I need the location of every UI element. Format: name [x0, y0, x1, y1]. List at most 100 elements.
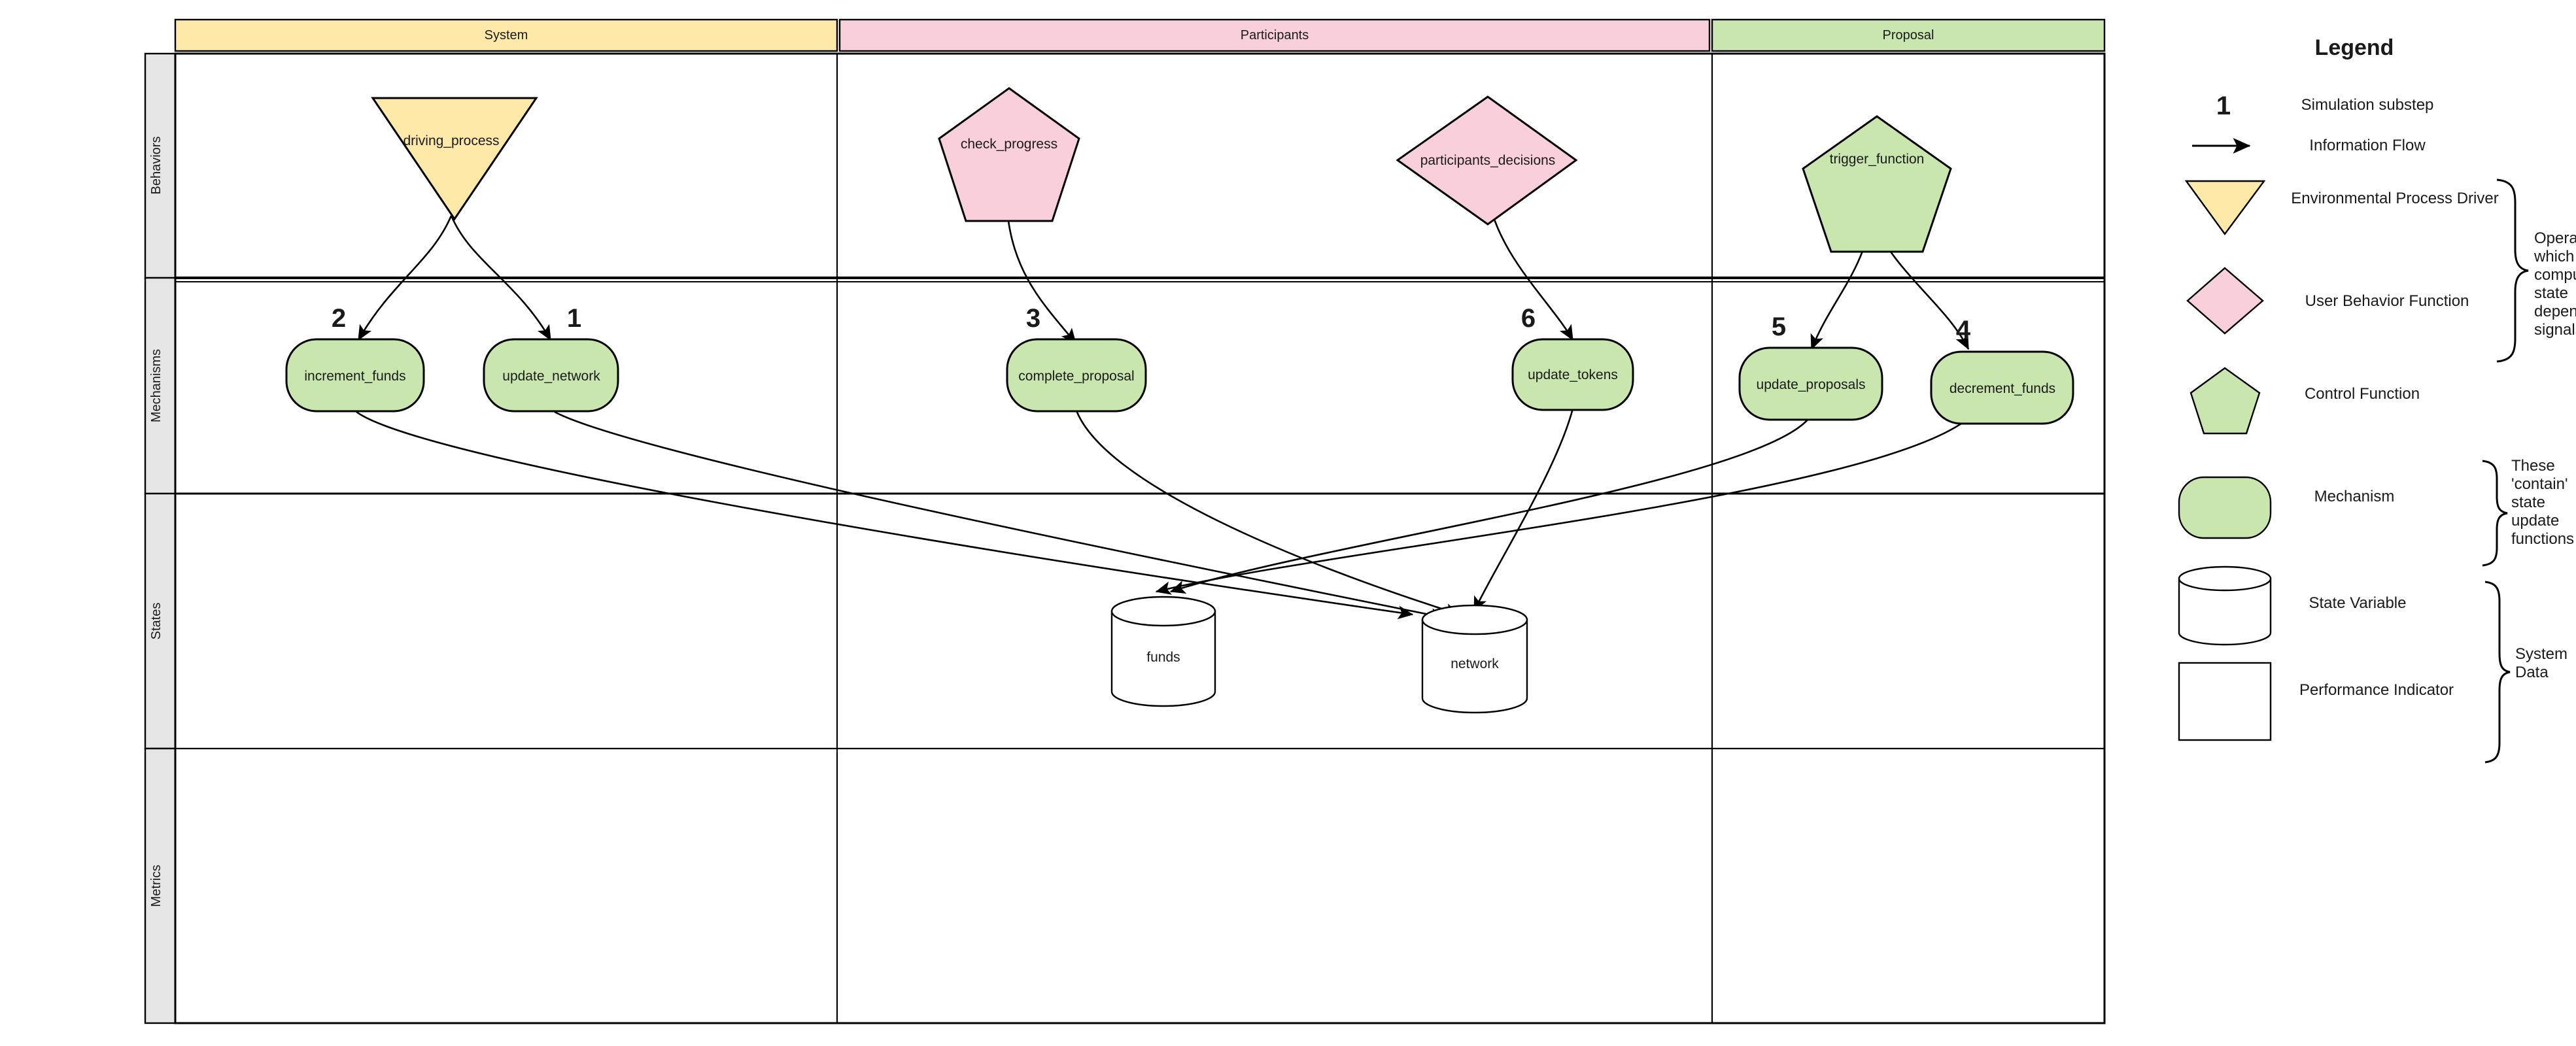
grid	[174, 52, 2106, 1024]
node-complete_proposal-label: complete_proposal	[1018, 369, 1134, 384]
legend-item-envdriver: Environmental Process Driver	[2184, 180, 2499, 236]
legend-item-ctrlfunc: Control Function	[2190, 367, 2420, 435]
legend-brace-operators-line-3: state	[2534, 284, 2568, 302]
legend-item-infoflow-label: Information Flow	[2309, 137, 2426, 154]
node-trigger_function[interactable]: trigger_function	[1802, 115, 1952, 253]
node-participants_decisions-label: participants_decisions	[1420, 153, 1556, 168]
legend-brace-operators: Operators which computes state dependent…	[2496, 178, 2576, 363]
legend-brace-contain-line-3: update	[2511, 512, 2559, 530]
edge-update_tokens-network	[1473, 408, 1574, 613]
node-driving_process[interactable]: driving_process	[371, 97, 538, 221]
node-update_tokens-label: update_tokens	[1528, 367, 1618, 382]
legend-brace-operators-line-5: signals	[2534, 321, 2576, 339]
mechanism-icon	[483, 338, 619, 413]
node-funds[interactable]: funds	[1110, 596, 1216, 707]
row-header-metrics-label: Metrics	[149, 865, 163, 907]
legend-brace-contain-line-2: state	[2511, 494, 2545, 511]
legend-brace-sysdata: System Data	[2484, 581, 2567, 764]
node-network[interactable]: network	[1421, 604, 1528, 714]
behavior-nodes: driving_process check_progress participa…	[371, 87, 1952, 253]
legend-brace-contain-line-1: 'contain'	[2511, 475, 2568, 493]
legend-item-substep-label: Simulation substep	[2301, 96, 2434, 114]
step-number-decrement_funds: 4	[1956, 316, 1971, 345]
triangle-down-icon	[2184, 180, 2266, 236]
column-header-proposal-label: Proposal	[1883, 28, 1934, 42]
legend-brace-contain-line-4: functions	[2511, 530, 2574, 548]
legend-item-userbehav-label: User Behavior Function	[2305, 292, 2469, 310]
column-header-proposal-bg	[1711, 18, 2106, 52]
step-number-complete_proposal: 3	[1026, 304, 1040, 333]
legend-brace-operators-line-2: computes	[2534, 266, 2576, 284]
cylinder-icon-top	[1421, 604, 1528, 635]
mechanism-nodes: increment_funds 2 update_network 1 compl…	[285, 304, 2074, 425]
cylinder-icon-body	[2178, 577, 2272, 646]
legend-item-ctrlfunc-label: Control Function	[2305, 385, 2420, 403]
legend-brace-contain: These 'contain' state update functions	[2482, 457, 2574, 567]
step-number-update_network: 1	[567, 304, 581, 333]
legend-brace-contain-line-0: These	[2511, 457, 2555, 475]
cylinder-icon-body	[1110, 610, 1216, 707]
legend-panel: Legend 1 Simulation substep Information …	[2178, 35, 2576, 764]
edge-update_network-network	[554, 411, 1447, 622]
legend-item-mechanism: Mechanism	[2178, 476, 2395, 539]
node-trigger_function-label: trigger_function	[1830, 152, 1925, 167]
curly-brace-icon	[2484, 581, 2511, 764]
legend-brace-operators-line-0: Operators	[2534, 229, 2576, 247]
node-decrement_funds[interactable]: decrement_funds 4	[1930, 316, 2074, 425]
node-participants_decisions[interactable]: participants_decisions	[1396, 95, 1578, 226]
edge-increment_funds-network	[356, 411, 1414, 620]
node-update_network[interactable]: update_network 1	[483, 304, 619, 413]
node-check_progress-label: check_progress	[961, 137, 1057, 152]
pentagon-icon	[1802, 115, 1952, 253]
row-headers: Behaviors Mechanisms States Metrics	[144, 52, 177, 1024]
curly-brace-icon	[2496, 178, 2529, 363]
row-header-states-label: States	[149, 603, 163, 640]
row-header-behaviors-label: Behaviors	[149, 137, 163, 195]
edge-driving_process-update_network	[450, 215, 552, 341]
state-nodes: funds network	[1110, 596, 1528, 714]
row-header-states-bg	[144, 492, 177, 750]
legend-item-perfind-label: Performance Indicator	[2299, 681, 2454, 699]
edge-check_progress-complete_proposal	[1006, 209, 1077, 345]
node-increment_funds[interactable]: increment_funds 2	[285, 304, 425, 413]
legend-item-perfind: Performance Indicator	[2178, 662, 2454, 741]
curly-brace-icon	[2482, 460, 2508, 567]
cylinder-icon-top	[1110, 596, 1216, 627]
mechanism-icon	[1006, 338, 1147, 413]
legend-item-statevar: State Variable	[2178, 565, 2406, 646]
node-funds-label: funds	[1146, 650, 1180, 665]
edge-update_proposals-funds	[1169, 418, 1810, 594]
node-driving_process-label: driving_process	[403, 133, 499, 148]
pentagon-icon	[2190, 367, 2261, 435]
node-update_tokens[interactable]: update_tokens 6	[1511, 304, 1634, 411]
column-header-participants-label: Participants	[1241, 28, 1309, 42]
mechanism-icon	[1930, 350, 2074, 425]
legend-brace-sysdata-line-1: Data	[2515, 664, 2549, 681]
legend-item-mechanism-label: Mechanism	[2314, 488, 2395, 505]
column-header-system-label: System	[485, 28, 528, 42]
diamond-icon	[1396, 95, 1578, 226]
node-decrement_funds-label: decrement_funds	[1949, 381, 2055, 396]
node-network-label: network	[1451, 656, 1499, 671]
column-header-participants-bg	[838, 18, 1711, 52]
pentagon-icon	[938, 87, 1080, 222]
edge-driving_process-increment_funds	[357, 215, 453, 341]
diamond-icon	[2186, 267, 2264, 335]
edge-decrement_funds-funds	[1155, 417, 1969, 595]
node-check_progress[interactable]: check_progress	[938, 87, 1080, 222]
triangle-down-icon	[371, 97, 538, 221]
node-update_proposals[interactable]: update_proposals 5	[1738, 312, 1883, 421]
edge-complete_proposal-network	[1075, 410, 1461, 617]
step-number-increment_funds: 2	[332, 304, 346, 333]
node-increment_funds-label: increment_funds	[304, 369, 405, 384]
column-header-system-bg	[174, 18, 838, 52]
row-header-mechanisms-label: Mechanisms	[149, 349, 163, 422]
legend-brace-sysdata-line-0: System	[2515, 645, 2567, 663]
column-headers: System Participants Proposal	[174, 18, 2106, 52]
legend-item-userbehav: User Behavior Function	[2186, 267, 2469, 335]
node-complete_proposal[interactable]: complete_proposal 3	[1006, 304, 1147, 413]
mechanism-icon	[2178, 476, 2272, 539]
mechanism-icon	[1738, 346, 1883, 421]
